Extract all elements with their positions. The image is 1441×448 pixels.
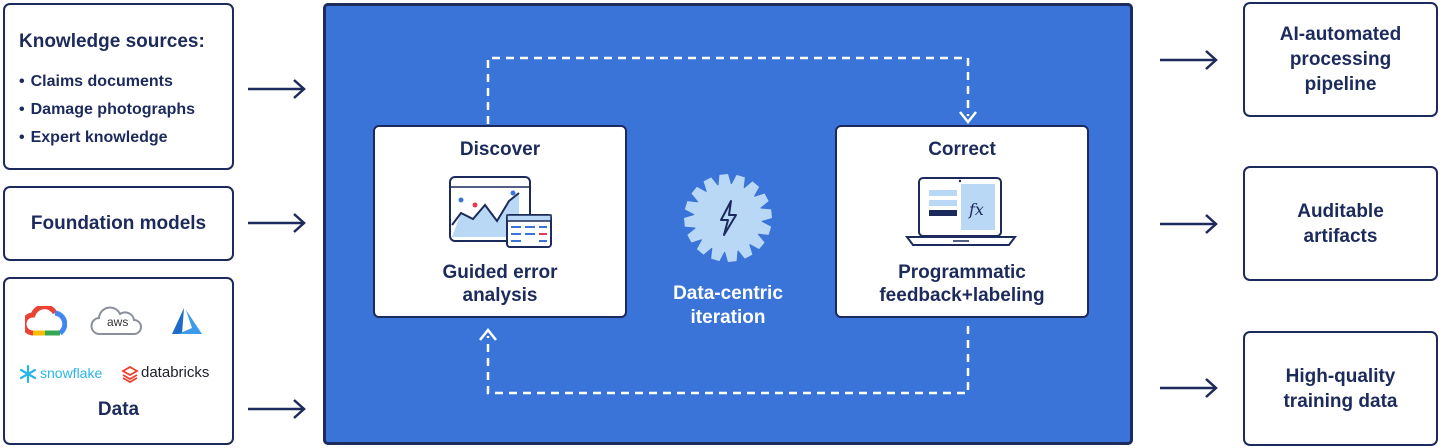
discover-subtitle-line1: Guided error — [442, 262, 558, 283]
databricks-icon — [121, 365, 139, 383]
arrow-right-icon — [1160, 214, 1218, 234]
aws-cloud-icon — [90, 306, 142, 335]
arrow-right-icon — [1160, 378, 1218, 398]
iteration-label: Data-centric iteration — [646, 282, 810, 330]
pipeline-line1: AI-automated — [1279, 24, 1402, 45]
svg-text:fx: fx — [968, 200, 984, 219]
aws-logo-text: aws — [107, 315, 129, 329]
correct-subtitle-line2: feedback+labeling — [879, 285, 1045, 306]
list-item: Damage photographs — [19, 98, 195, 126]
pipeline-line3: pipeline — [1304, 74, 1377, 95]
arrow-right-icon — [248, 79, 306, 99]
correct-subtitle-line1: Programmatic — [898, 262, 1026, 283]
foundation-models-label: Foundation models — [30, 212, 207, 234]
list-item: Claims documents — [19, 70, 195, 98]
knowledge-sources-title: Knowledge sources: — [19, 31, 205, 52]
arrow-right-icon — [248, 399, 306, 419]
correct-card: Correct fx Programmatic feedback+labelin… — [835, 125, 1089, 318]
correct-subtitle: Programmatic feedback+labeling — [837, 261, 1087, 307]
arrow-right-icon — [248, 213, 306, 233]
data-box: aws snowflake databricks Data — [3, 277, 234, 445]
gear-lightning-icon — [684, 174, 772, 262]
google-cloud-icon — [25, 306, 67, 336]
knowledge-sources-box: Knowledge sources: Claims documents Dama… — [3, 3, 234, 170]
iteration-label-line1: Data-centric — [673, 283, 783, 304]
arrow-right-icon — [1160, 50, 1218, 70]
pipeline-box: AI-automated processing pipeline — [1243, 2, 1438, 117]
discover-title: Discover — [459, 139, 541, 160]
snowflake-logo-text: snowflake — [40, 365, 103, 381]
analytics-chart-icon — [449, 176, 552, 248]
foundation-models-box: Foundation models — [3, 186, 234, 261]
artifacts-line2: artifacts — [1303, 225, 1378, 247]
discover-card: Discover Guided error analysis — [373, 125, 627, 318]
laptop-function-icon: fx — [905, 177, 1017, 246]
knowledge-sources-list: Claims documents Damage photographs Expe… — [19, 70, 195, 154]
iteration-label-line2: iteration — [690, 307, 766, 328]
data-label: Data — [97, 399, 140, 420]
snowflake-icon — [19, 364, 37, 384]
azure-icon — [172, 308, 202, 334]
databricks-logo-text: databricks — [141, 364, 210, 381]
training-line2: training data — [1283, 390, 1398, 412]
artifacts-line1: Auditable — [1297, 200, 1384, 222]
discover-subtitle-line2: analysis — [462, 285, 538, 306]
auditable-artifacts-box: Auditable artifacts — [1243, 166, 1438, 281]
training-data-box: High-quality training data — [1243, 331, 1438, 446]
correct-title: Correct — [928, 139, 996, 160]
training-line1: High-quality — [1285, 365, 1396, 387]
discover-subtitle: Guided error analysis — [375, 261, 625, 307]
pipeline-line2: processing — [1289, 49, 1392, 70]
data-centric-panel: Discover Guided error analysis — [323, 3, 1133, 445]
iteration-loop — [479, 56, 977, 395]
list-item: Expert knowledge — [19, 126, 195, 154]
